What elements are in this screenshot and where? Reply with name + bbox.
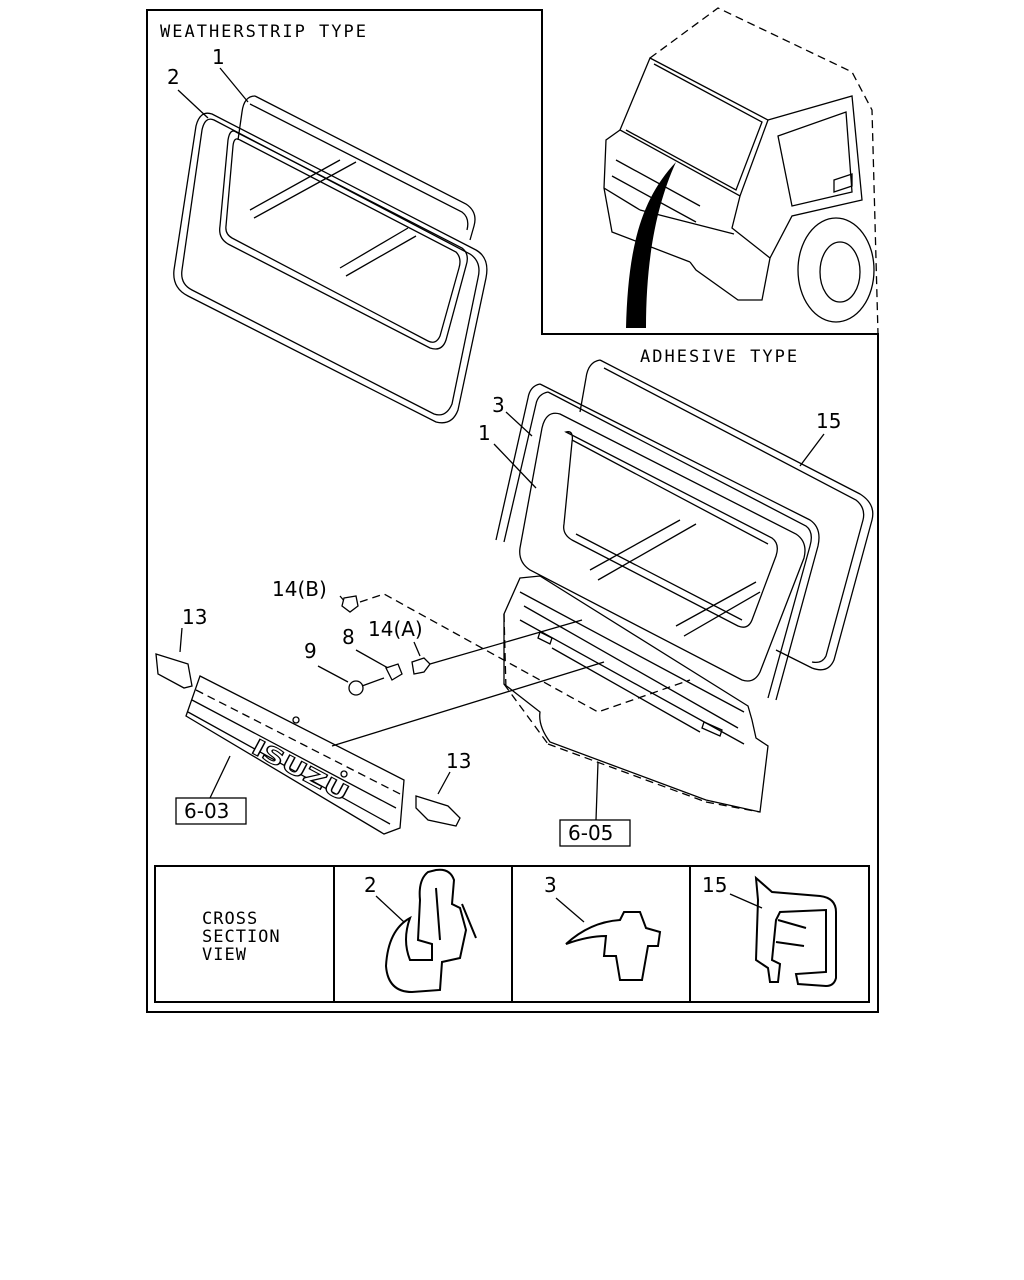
callout-2-weatherstrip: 2 [167,65,180,89]
adhesive-windshield [495,359,874,701]
callout-1-weatherstrip: 1 [212,45,225,69]
pointer-arrow-icon [626,162,676,328]
cross-section-title-line1: CROSS [202,909,258,929]
cross-section-title-line2: SECTION [202,927,281,947]
cross-section-label-2: 2 [364,873,377,897]
end-cap-right-icon [415,795,461,827]
callout-8: 8 [342,625,355,649]
nut-8-icon [385,663,403,681]
callout-14a: 14(A) [368,617,423,641]
callout-13-left: 13 [182,605,207,629]
cross-section-3-icon [565,911,662,981]
ref-6-05: 6-05 [568,821,613,845]
ref-6-05-box [559,819,631,847]
callout-1-adhesive: 1 [478,421,491,445]
callout-15-adhesive: 15 [816,409,841,433]
weatherstrip-type-title: WEATHERSTRIP TYPE [160,22,368,42]
cross-section-15-icon [754,875,837,988]
cross-section-label-15: 15 [702,873,727,897]
clip-14a-icon [411,657,431,675]
cross-section-2-icon [384,868,468,994]
ref-6-03: 6-03 [184,799,229,823]
ref-6-03-box [175,797,247,825]
cross-section-title-line3: VIEW [202,945,247,965]
callout-9: 9 [304,639,317,663]
front-panel [503,575,769,813]
weatherstrip-windshield [173,95,488,424]
diagram-frame [146,9,879,1013]
adhesive-type-title: ADHESIVE TYPE [640,347,799,367]
truck-illustration [603,7,879,335]
end-cap-left-icon [155,653,193,689]
screw-9-icon [348,680,364,696]
callout-14b: 14(B) [272,577,327,601]
cross-section-table [154,865,870,1003]
callout-13-right: 13 [446,749,471,773]
cross-section-label-3: 3 [544,873,557,897]
clip-14b-icon [341,595,359,613]
callout-3-adhesive: 3 [492,393,505,417]
grille-panel: ISUZU [185,661,605,835]
